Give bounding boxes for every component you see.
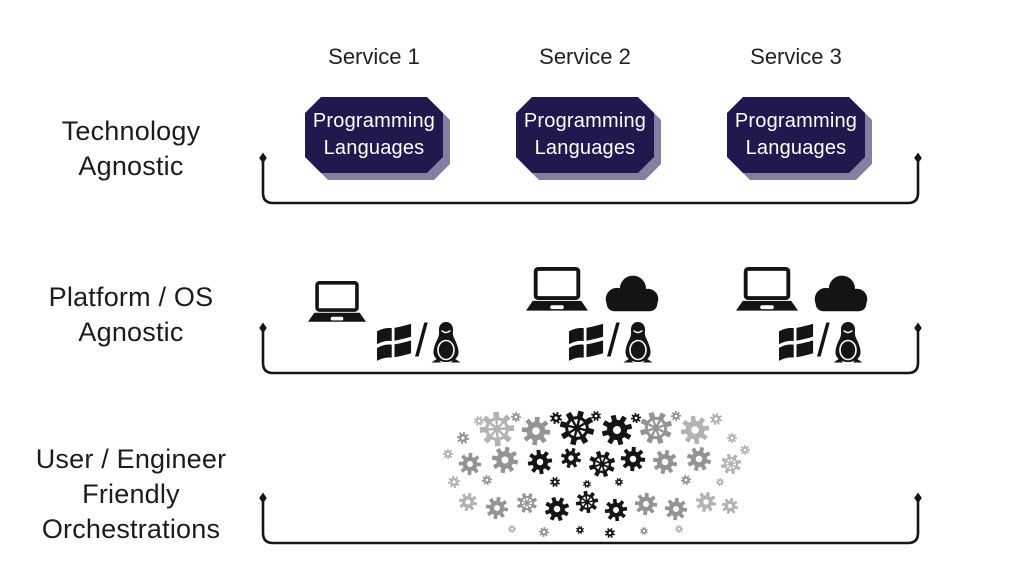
gear-icon: [558, 445, 584, 471]
bracket-user-engineer-friendly: [259, 492, 922, 545]
gear-icon: [596, 409, 638, 451]
gear-icon: [455, 430, 471, 446]
gear-icon: [574, 524, 586, 536]
gear-icon: [708, 411, 724, 427]
gear-icon: [440, 446, 456, 462]
laptop-icon: [736, 267, 798, 311]
gear-icon: [638, 525, 650, 537]
cloud-icon: [814, 275, 868, 312]
gear-icon: [540, 492, 574, 526]
wheel-icon: [471, 403, 523, 455]
os-icons-service-2: /: [569, 314, 653, 366]
service-1-header: Service 1: [328, 44, 420, 69]
gears-cluster-icon: [440, 403, 752, 540]
box-label: Programming Languages: [516, 97, 654, 173]
bracket-technology-agnostic: [259, 152, 922, 205]
wheel-icon: [583, 445, 621, 483]
gear-icon: [679, 473, 693, 487]
gear-icon: [603, 526, 617, 540]
gear-icon: [548, 475, 562, 489]
bracket-platform-os-agnostic: [259, 322, 922, 375]
linux-tux-icon: [623, 322, 653, 363]
gear-icon: [489, 444, 521, 476]
cloud-icon: [605, 275, 659, 312]
gear-icon: [715, 477, 725, 487]
gear-icon: [457, 491, 479, 513]
gear-icon: [484, 495, 510, 521]
programming-languages-box-1: Programming Languages: [305, 97, 443, 173]
gear-icon: [613, 476, 625, 488]
gear-icon: [479, 472, 495, 488]
os-icons-service-3: /: [779, 314, 863, 366]
laptop-icon: [526, 267, 588, 311]
gear-icon: [673, 523, 685, 535]
row-label-technology-agnostic: Technology Agnostic: [61, 116, 201, 181]
gear-icon: [472, 414, 486, 428]
programming-languages-box-2: Programming Languages: [516, 97, 654, 173]
linux-tux-icon: [431, 322, 461, 363]
linux-tux-icon: [833, 322, 863, 363]
box-label: Programming Languages: [305, 97, 443, 173]
box-label: Programming Languages: [727, 97, 865, 173]
windows-icon: [569, 323, 604, 361]
gear-icon: [684, 444, 714, 474]
gear-icon: [520, 415, 552, 447]
gear-icon: [458, 452, 482, 476]
gear-icon: [633, 491, 659, 517]
gear-icon: [523, 445, 557, 479]
wheel-icon: [555, 406, 599, 450]
gear-icon: [600, 494, 632, 526]
gear-icon: [445, 473, 463, 491]
gear-icon: [693, 489, 719, 515]
gear-icon: [737, 442, 752, 458]
gear-icon: [538, 526, 550, 538]
gear-icon: [506, 523, 518, 535]
os-icons-service-1: /: [377, 314, 461, 366]
gear-icon: [675, 410, 715, 450]
programming-languages-box-3: Programming Languages: [727, 97, 865, 173]
wheel-icon: [716, 449, 746, 479]
wheel-icon: [633, 405, 679, 451]
gear-icon: [620, 446, 646, 472]
gear-icon: [581, 478, 593, 490]
wheel-icon: [570, 485, 604, 519]
os-separator: /: [817, 314, 830, 366]
row-label-user-engineer-friendly: User / Engineer Friendly Orchestrations: [35, 444, 227, 544]
gear-icon: [720, 496, 740, 516]
windows-icon: [377, 323, 412, 361]
os-separator: /: [607, 314, 620, 366]
gear-icon: [510, 411, 522, 423]
service-2-header: Service 2: [539, 44, 631, 69]
wheel-icon: [512, 488, 542, 518]
gear-icon: [726, 432, 738, 444]
gear-icon: [650, 447, 680, 477]
gear-icon: [663, 496, 689, 522]
laptop-icon: [308, 281, 366, 322]
row-label-platform-os-agnostic: Platform / OS Agnostic: [48, 282, 214, 347]
gear-icon: [668, 408, 684, 424]
os-separator: /: [415, 314, 428, 366]
windows-icon: [779, 323, 814, 361]
service-3-header: Service 3: [750, 44, 842, 69]
